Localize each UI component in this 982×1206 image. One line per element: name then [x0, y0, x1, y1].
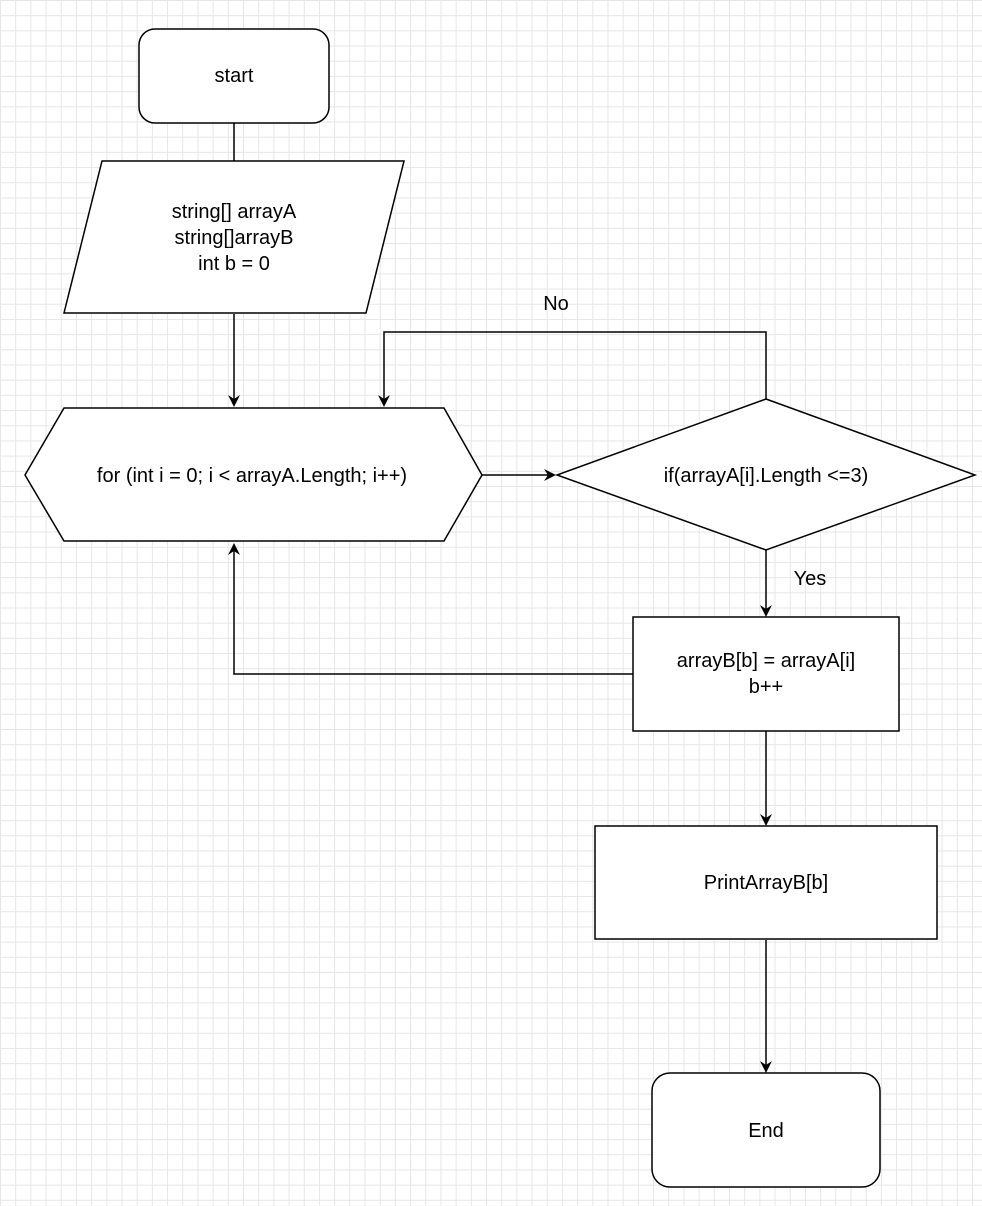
edge-label-yes: Yes: [794, 568, 827, 590]
edge-label-no: No: [543, 293, 569, 315]
declaration-node[interactable]: string[] arrayA string[]arrayB int b = 0: [63, 160, 405, 314]
assignment-line-1: arrayB[b] = arrayA[i]: [677, 650, 855, 672]
assignment-line-2: b++: [749, 676, 783, 698]
start-node[interactable]: start: [138, 28, 330, 124]
assignment-node[interactable]: arrayB[b] = arrayA[i] b++: [632, 616, 900, 732]
condition-node-label: if(arrayA[i].Length <=3): [664, 465, 869, 487]
declaration-line-1: string[] arrayA: [172, 201, 297, 223]
edge-condition-no-to-loop: [378, 331, 767, 407]
loop-node[interactable]: for (int i = 0; i < arrayA.Length; i++): [24, 407, 483, 542]
start-node-label: start: [215, 65, 254, 87]
loop-node-label: for (int i = 0; i < arrayA.Length; i++): [97, 465, 407, 487]
end-node-label: End: [748, 1120, 784, 1142]
declaration-line-3: int b = 0: [198, 253, 270, 275]
edge-assign-back-to-loop: [228, 543, 633, 675]
end-node[interactable]: End: [651, 1072, 881, 1188]
print-node-label: PrintArrayB[b]: [704, 872, 828, 894]
condition-node[interactable]: if(arrayA[i].Length <=3): [554, 398, 978, 551]
declaration-line-2: string[]arrayB: [175, 227, 294, 249]
print-node[interactable]: PrintArrayB[b]: [594, 825, 938, 940]
